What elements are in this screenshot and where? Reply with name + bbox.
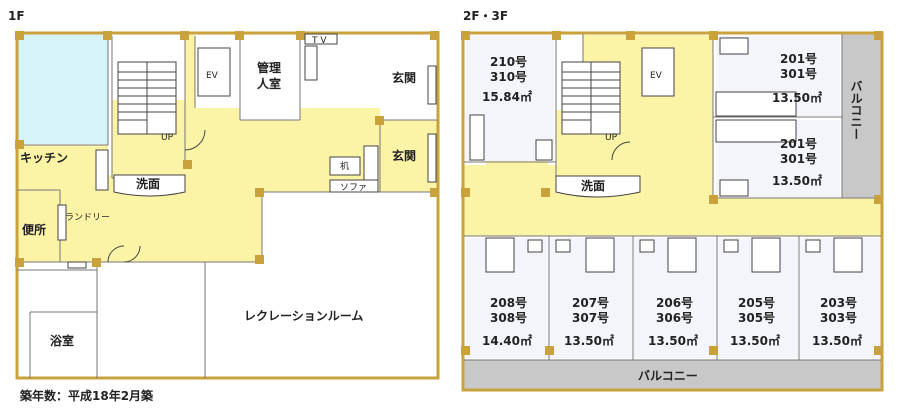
floor1-ev-label: EV: [206, 71, 219, 81]
unit-u210-area: 15.84㎡: [482, 89, 532, 104]
unit-u203-area: 13.50㎡: [812, 333, 862, 348]
floor1-benjo-label: 便所: [22, 222, 46, 237]
unit-u206-line2: 306号: [656, 310, 693, 325]
unit-u201a-area: 13.50㎡: [772, 90, 822, 105]
floor1-elevator: [197, 47, 231, 97]
floor1-outer-wall: [15, 31, 440, 380]
floor1-sofa: [329, 179, 379, 193]
unit-u206-line1: 206号: [656, 295, 693, 310]
unit-u201b-line1: 201号: [780, 136, 817, 151]
floor23-unit-u201a-closet: [715, 91, 797, 117]
floor23-posts: [461, 31, 883, 355]
floor23-label: 2F・3F: [463, 9, 508, 23]
unit-u207-line1: 207号: [572, 295, 609, 310]
unit-u201a-line2: 301号: [780, 66, 817, 81]
unit-u207-line2: 307号: [572, 310, 609, 325]
floor23-unit-u210: 210号 310号 15.84㎡: [482, 54, 532, 104]
floor1-door-swing-3: [123, 245, 141, 263]
floor1-sofa-label: ソファ: [340, 183, 367, 193]
floor1-bath-area: [18, 34, 108, 144]
floor1-yokushitsu-label: 浴室: [50, 333, 74, 348]
floor1-laundry-label: ランドリー: [65, 212, 110, 223]
floor23-senmen-basin: [555, 175, 641, 198]
floor23-unit-u206: 206号 306号 13.50㎡: [648, 295, 698, 348]
unit-u210-line1: 210号: [490, 54, 527, 69]
floor1-tv: [304, 33, 338, 45]
floor1-genkan-label-1: 玄関: [392, 70, 416, 85]
floor23-balcony-bottom-label: バルコニー: [638, 369, 698, 383]
floor1-recreation-label: レクレーションルーム: [244, 309, 363, 323]
unit-u205-line1: 205号: [738, 295, 775, 310]
floor1-interior-walls: [17, 33, 437, 378]
floor23-unit-u201a-toilet: [719, 37, 749, 55]
floor1-sofa-arm: [363, 145, 379, 181]
unit-u201a-line1: 201号: [780, 51, 817, 66]
floor1-door-swing-2: [107, 245, 125, 263]
unit-u210-line2: 310号: [490, 69, 527, 84]
floor23-balcony-bottom: [464, 360, 881, 389]
floor23-outer-wall: [461, 31, 884, 392]
unit-u207-area: 13.50㎡: [564, 333, 614, 348]
floor1-tv-label: T V: [311, 36, 327, 46]
floor23-bottom-fixtures: [485, 237, 863, 273]
floor1-benjo-door: [57, 204, 67, 241]
floor23-unit-u210-toilet: [535, 139, 553, 161]
floor1-senmen-basin: [113, 174, 186, 197]
unit-u205-line2: 305号: [738, 310, 775, 325]
floor23-unit-u201b: 201号 301号 13.50㎡: [772, 136, 822, 188]
floor23-unit-u208: 208号 308号 14.40㎡: [482, 295, 532, 348]
unit-u208-area: 14.40㎡: [482, 333, 532, 348]
floor1-label: 1F: [8, 9, 25, 23]
floor1-kitchen-counter: [95, 149, 109, 191]
floor1-cabinet: [304, 45, 318, 81]
floor1-desk-label: 机: [340, 160, 349, 172]
floor23-unit-u203: 203号 303号 13.50㎡: [812, 295, 862, 348]
floor1-genkan-label-2: 玄関: [392, 148, 416, 163]
unit-u201b-area: 13.50㎡: [772, 173, 822, 188]
unit-u201b-line2: 301号: [780, 151, 817, 166]
floor23-unit-u210-closet: [469, 114, 485, 161]
floor1-kitchen-label: キッチン: [20, 151, 68, 165]
floor23-unit-u207: 207号 307号 13.50㎡: [564, 295, 614, 348]
floor1-genkan-door-2: [427, 133, 437, 183]
floor1-genkan-door-1: [427, 65, 437, 105]
unit-u203-line2: 303号: [820, 310, 857, 325]
floor23-up-label: UP: [605, 133, 618, 143]
floor1-posts: [15, 31, 439, 267]
unit-u206-area: 13.50㎡: [648, 333, 698, 348]
unit-u203-line1: 203号: [820, 295, 857, 310]
floor23-elevator: [641, 47, 675, 97]
floor1-door-swing: [184, 129, 206, 151]
unit-u208-line2: 308号: [490, 310, 527, 325]
floor1-stairs: [117, 61, 177, 135]
floor1-corridor: [17, 35, 437, 262]
floor1-up-label: UP: [161, 133, 174, 143]
floor23-ev-label: EV: [650, 71, 663, 81]
floor23-balcony-right-label: バルコニー: [849, 80, 863, 140]
floor1-desk: [329, 156, 361, 176]
unit-u205-area: 13.50㎡: [730, 333, 780, 348]
floor1-bath-door: [67, 261, 87, 269]
floor23-unit-u201b-toilet: [719, 179, 749, 197]
floor1-kanri-label-1: 管理: [257, 60, 281, 75]
floor23-door-swing: [611, 141, 631, 161]
unit-u208-line1: 208号: [490, 295, 527, 310]
built-year-label: 築年数：平成18年2月築: [19, 388, 154, 403]
floor1-kanri-label-2: 人室: [257, 76, 281, 91]
floor23-stairs: [561, 61, 621, 135]
floor23-unit-u201a: 201号 301号 13.50㎡: [772, 51, 822, 105]
floor23-balcony-right: [842, 34, 881, 198]
floor1-senmen-label: 洗面: [136, 176, 160, 191]
floor23-unit-u201b-closet: [715, 119, 797, 143]
floor23-senmen-label: 洗面: [581, 178, 605, 193]
floor23-unit-u205: 205号 305号 13.50㎡: [730, 295, 780, 348]
